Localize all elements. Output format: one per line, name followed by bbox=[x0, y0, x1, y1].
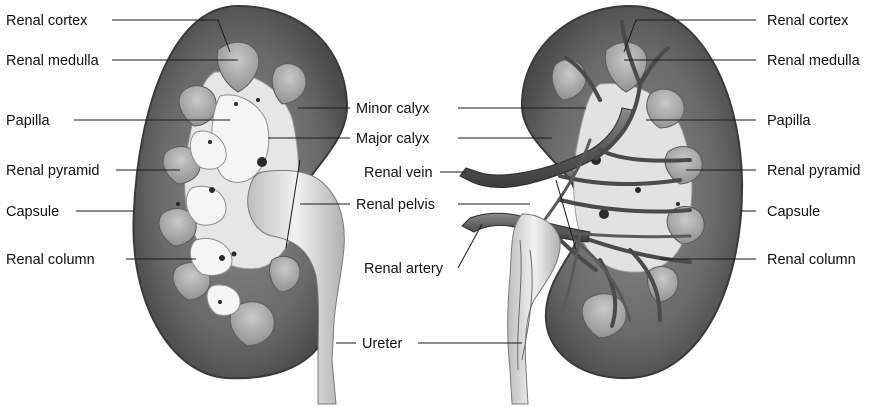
label-left-renal-pyramid: Renal pyramid bbox=[6, 163, 100, 179]
leader-renal-artery bbox=[458, 224, 482, 268]
labels-left: Renal cortex Renal medulla Papilla Renal… bbox=[6, 13, 100, 268]
right-kidney bbox=[460, 6, 742, 404]
label-right-capsule: Capsule bbox=[767, 204, 820, 220]
label-left-renal-medulla: Renal medulla bbox=[6, 53, 100, 69]
label-renal-artery: Renal artery bbox=[364, 261, 444, 277]
label-left-renal-column: Renal column bbox=[6, 252, 95, 268]
label-left-renal-cortex: Renal cortex bbox=[6, 13, 88, 29]
label-right-renal-pyramid: Renal pyramid bbox=[767, 163, 861, 179]
label-renal-pelvis: Renal pelvis bbox=[356, 197, 435, 213]
left-kidney bbox=[133, 6, 347, 404]
labels-right: Renal cortex Renal medulla Papilla Renal… bbox=[767, 13, 861, 268]
label-right-renal-cortex: Renal cortex bbox=[767, 13, 849, 29]
labels-center: Minor calyx Major calyx Renal vein Renal… bbox=[356, 101, 444, 352]
label-major-calyx: Major calyx bbox=[356, 131, 430, 147]
label-minor-calyx: Minor calyx bbox=[356, 101, 430, 117]
label-renal-vein: Renal vein bbox=[364, 165, 433, 181]
label-right-renal-medulla: Renal medulla bbox=[767, 53, 861, 69]
label-ureter: Ureter bbox=[362, 336, 402, 352]
label-right-renal-column: Renal column bbox=[767, 252, 856, 268]
label-left-capsule: Capsule bbox=[6, 204, 59, 220]
label-left-papilla: Papilla bbox=[6, 113, 50, 129]
label-right-papilla: Papilla bbox=[767, 113, 811, 129]
